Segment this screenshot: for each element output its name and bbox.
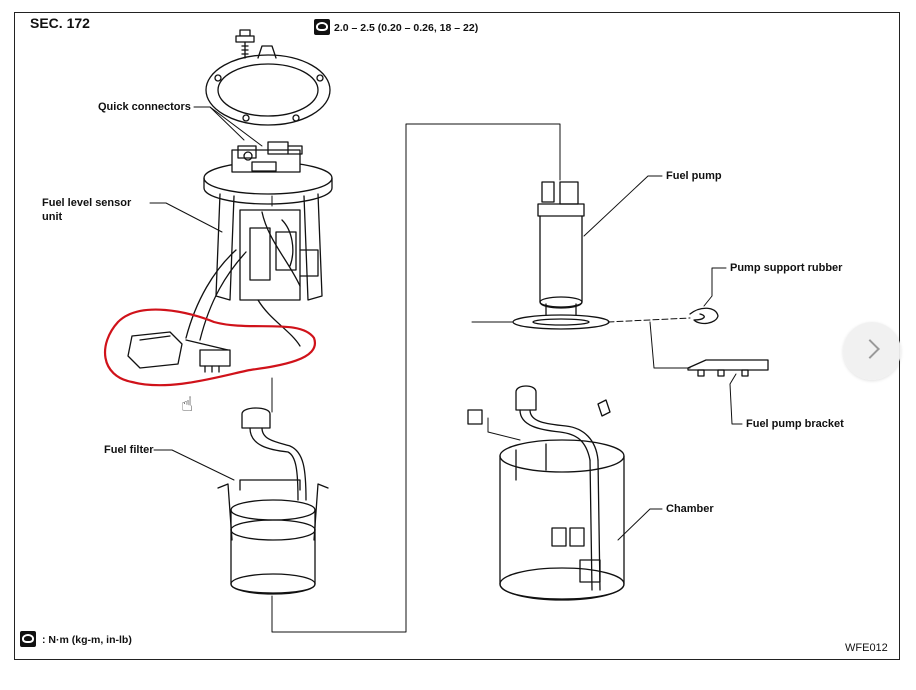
pump-support-rubber-part xyxy=(689,307,719,325)
connector-lines xyxy=(271,123,691,633)
label-pump-support-rubber: Pump support rubber xyxy=(730,262,843,274)
diagram-frame xyxy=(14,12,900,660)
chevron-right-icon xyxy=(860,339,880,359)
hand-pointer-icon: ☝ xyxy=(181,392,194,416)
fuel-pump-part xyxy=(512,181,610,330)
sensor-wires xyxy=(185,249,301,351)
wrench-icon xyxy=(314,19,330,35)
label-fuel-level-sensor-2: unit xyxy=(42,211,63,223)
next-image-button[interactable] xyxy=(843,322,901,380)
figure-code: WFE012 xyxy=(845,642,888,654)
sender-body-part xyxy=(215,193,323,301)
torque-spec: 2.0 – 2.5 (0.20 – 0.26, 18 – 22) xyxy=(334,22,479,34)
label-quick-connectors: Quick connectors xyxy=(98,101,191,113)
bolt-part xyxy=(235,29,255,59)
lock-ring-part xyxy=(205,45,331,126)
label-fuel-pump-bracket: Fuel pump bracket xyxy=(746,418,844,430)
chamber-part xyxy=(467,385,625,601)
float-part xyxy=(127,331,231,373)
label-chamber: Chamber xyxy=(666,503,714,515)
section-title: SEC. 172 xyxy=(30,15,90,31)
fuel-pump-bracket-part xyxy=(687,359,769,377)
wrench-icon xyxy=(20,631,36,647)
label-fuel-level-sensor-1: Fuel level sensor xyxy=(42,197,132,209)
sender-flange-part xyxy=(203,141,333,205)
torque-legend: : N·m (kg-m, in-lb) xyxy=(42,634,132,646)
fuel-filter-part xyxy=(217,407,329,595)
leader-lines xyxy=(149,106,743,541)
label-fuel-pump: Fuel pump xyxy=(666,170,722,182)
label-fuel-filter: Fuel filter xyxy=(104,444,154,456)
highlight-circle xyxy=(103,308,316,387)
